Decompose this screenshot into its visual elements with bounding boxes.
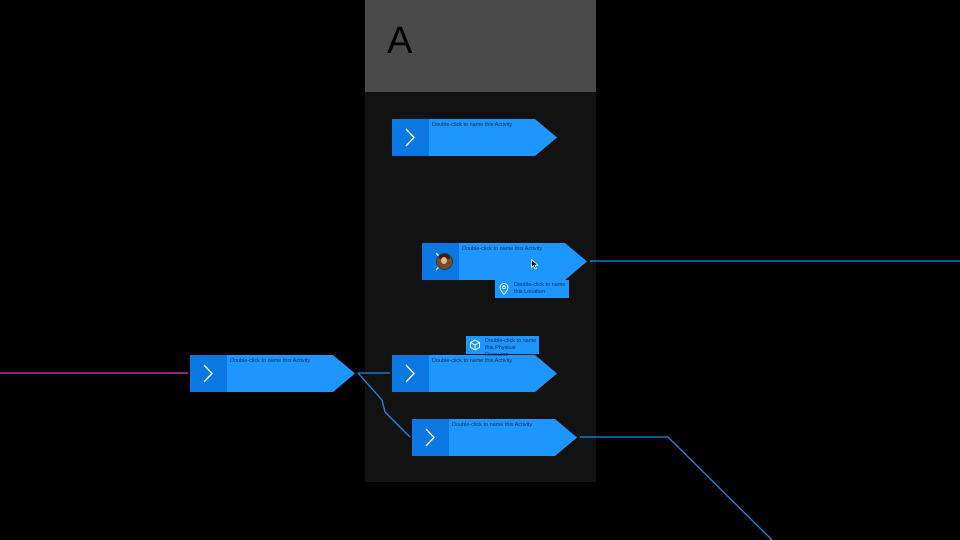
- activity-node[interactable]: Double-click to name this Activity: [422, 243, 587, 280]
- activity-node[interactable]: Double-click to name this Activity: [190, 355, 355, 392]
- avatar[interactable]: [436, 253, 453, 270]
- location-pin-icon: [497, 282, 511, 296]
- swimlane[interactable]: A: [365, 0, 596, 482]
- activity-label: Double-click to name this Activity: [432, 358, 513, 364]
- activity-label: Double-click to name this Activity: [432, 122, 513, 128]
- swimlane-title: A: [387, 20, 413, 62]
- physical-resource-badge[interactable]: Double-click to name this Physical Resou…: [466, 336, 539, 358]
- activity-label: Double-click to name this Activity: [462, 246, 543, 252]
- mouse-cursor-icon: [531, 259, 539, 270]
- location-badge[interactable]: Double-click to name this Location: [495, 280, 569, 298]
- swimlane-header[interactable]: A: [365, 0, 596, 92]
- activity-node[interactable]: Double-click to name this Activity: [412, 419, 577, 456]
- activity-label: Double-click to name this Activity: [230, 358, 311, 364]
- cube-icon: [468, 338, 482, 352]
- chevron-right-icon: [412, 419, 449, 456]
- activity-node[interactable]: Double-click to name this Activity: [392, 355, 557, 392]
- outgoing-connector-diagonal[interactable]: [580, 436, 773, 540]
- connector-activity-to-lower-activity[interactable]: [357, 372, 411, 438]
- chevron-right-icon: [422, 243, 459, 280]
- chevron-right-icon: [392, 355, 429, 392]
- activity-label: Double-click to name this Activity: [452, 422, 533, 428]
- physical-resource-badge-line1: Double-click to name: [485, 338, 537, 344]
- chevron-right-icon: [190, 355, 227, 392]
- location-badge-line1: Double-click to name: [514, 282, 566, 288]
- chevron-right-icon: [392, 119, 429, 156]
- location-badge-line2: this Location: [514, 289, 545, 295]
- activity-node[interactable]: Double-click to name this Activity: [392, 119, 557, 156]
- physical-resource-badge-line2: this Physical Resource: [485, 345, 516, 358]
